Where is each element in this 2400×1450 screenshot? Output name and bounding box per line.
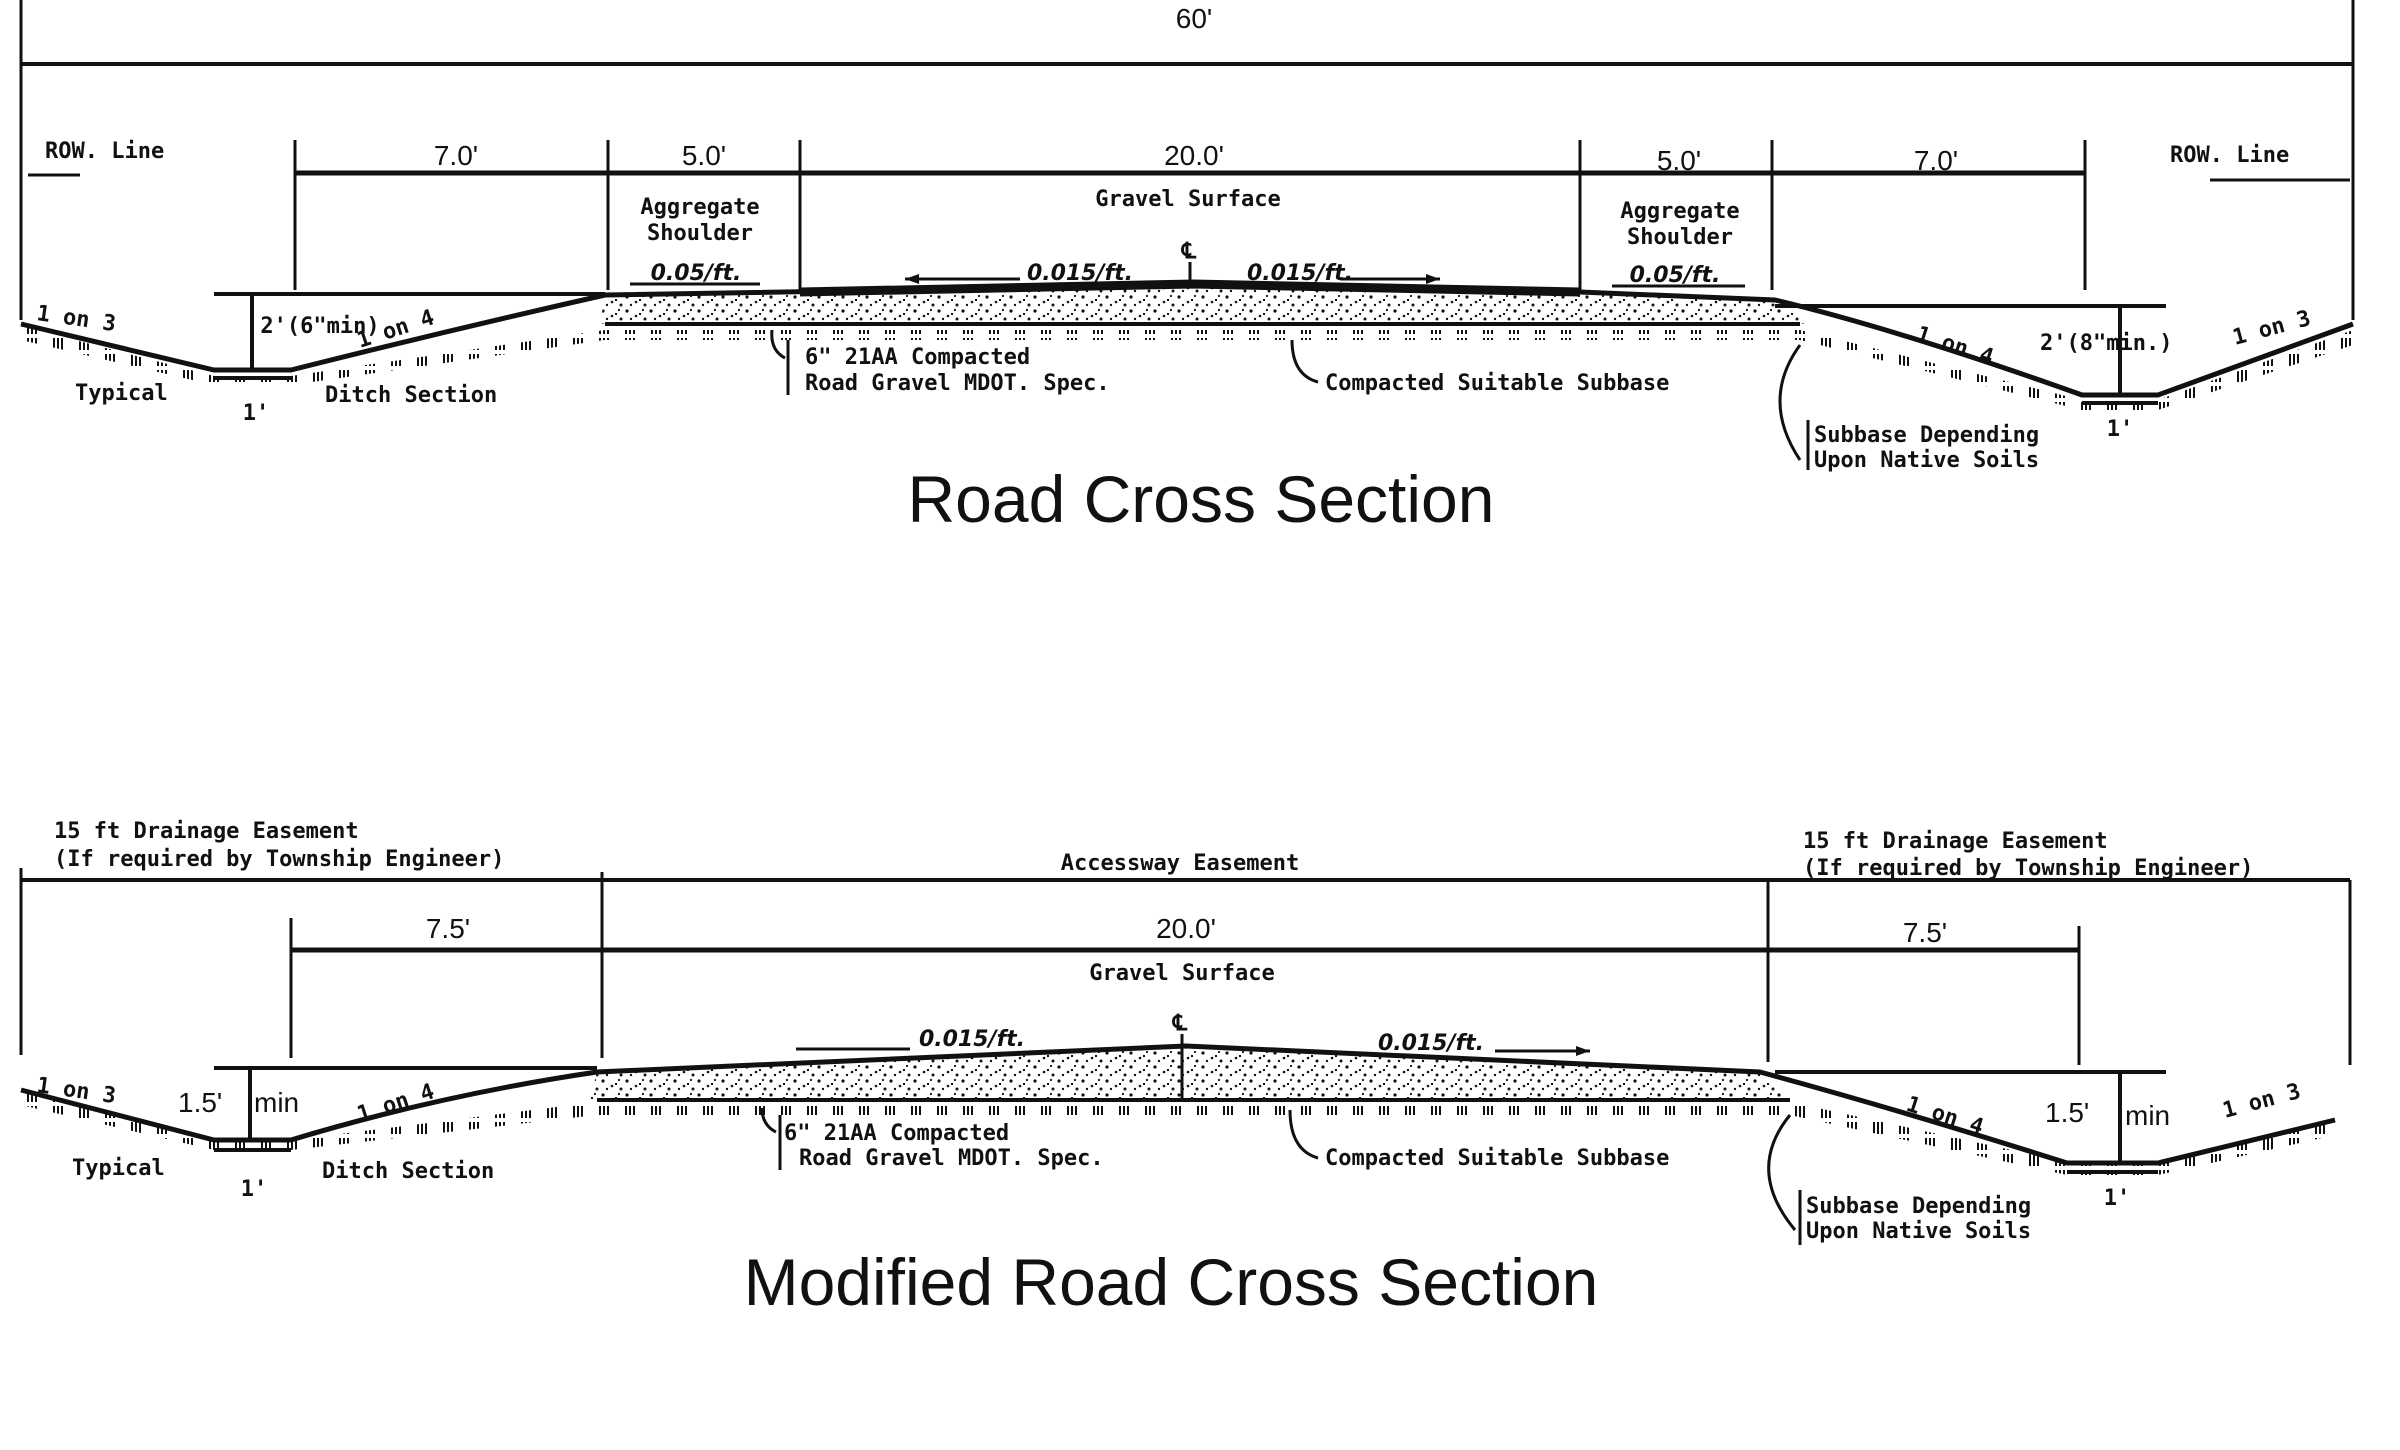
ditch-bottom-width-right: 1' bbox=[2107, 417, 2134, 442]
left-ditch-depth: 1.5' bbox=[178, 1087, 222, 1118]
right-ditch-depth: 1.5' bbox=[2045, 1097, 2089, 1128]
left-ditch-depth: 2'(6"min) bbox=[260, 314, 379, 339]
gravel-surface-label: Gravel Surface bbox=[1089, 961, 1274, 986]
row-line-left-label: ROW. Line bbox=[45, 139, 164, 164]
road-profile bbox=[20, 1043, 2336, 1166]
dim-roadway: 20.0' bbox=[1156, 913, 1216, 944]
shoulder-slope-right: 0.05/ft. bbox=[1630, 263, 1721, 288]
aggregate-shoulder-right-l1: Aggregate bbox=[1620, 199, 1739, 224]
drainage-easement-right-l2: (If required by Township Engineer) bbox=[1803, 856, 2253, 881]
crown-slope-right: 0.015/ft. bbox=[1378, 1031, 1484, 1056]
modified-road-cross-section: 15 ft Drainage Easement (If required by … bbox=[19, 819, 2352, 1319]
right-outer-slope: 1 on 3 bbox=[2220, 1079, 2303, 1124]
shoulder-slope-left: 0.05/ft. bbox=[651, 261, 742, 286]
base-label-l1: 6" 21AA Compacted bbox=[805, 345, 1030, 370]
road-cross-section: 60' ROW. Line ROW. Line 7.0' 5.0' 20.0' … bbox=[19, 0, 2355, 536]
ditch-bottom-width-left: 1' bbox=[241, 1177, 268, 1202]
aggregate-shoulder-left-l1: Aggregate bbox=[640, 195, 759, 220]
ditch-typical-left: Typical bbox=[75, 381, 168, 406]
row-line-right-label: ROW. Line bbox=[2170, 143, 2289, 168]
ditch-bottom-width-left: 1' bbox=[243, 401, 270, 426]
ditch-bottom-width-right: 1' bbox=[2104, 1186, 2131, 1211]
ditch-section-left: Ditch Section bbox=[322, 1159, 494, 1184]
dimension-lines bbox=[19, 0, 2355, 320]
subbase-label: Compacted Suitable Subbase bbox=[1325, 371, 1669, 396]
dim-right-ditch: 7.5' bbox=[1903, 917, 1947, 948]
right-ditch-min: min bbox=[2125, 1100, 2170, 1131]
road-cross-section-title: Road Cross Section bbox=[908, 462, 1495, 536]
dim-left-shoulder: 5.0' bbox=[682, 140, 726, 171]
native-soils-l1: Subbase Depending bbox=[1814, 423, 2039, 448]
crown-slope-left: 0.015/ft. bbox=[1027, 261, 1133, 286]
subbase-label: Compacted Suitable Subbase bbox=[1325, 1146, 1669, 1171]
dim-roadway: 20.0' bbox=[1164, 140, 1224, 171]
aggregate-shoulder-left-l2: Shoulder bbox=[647, 221, 753, 246]
modified-road-cross-section-title: Modified Road Cross Section bbox=[744, 1245, 1599, 1319]
overall-width-label: 60' bbox=[1176, 3, 1213, 34]
left-ditch-min: min bbox=[254, 1087, 299, 1118]
subgrade-hatch bbox=[21, 1090, 2335, 1175]
gravel-layer bbox=[590, 1046, 1790, 1100]
accessway-easement-label: Accessway Easement bbox=[1061, 851, 1299, 876]
ditch-section-left: Ditch Section bbox=[325, 383, 497, 408]
dim-right-shoulder: 5.0' bbox=[1657, 145, 1701, 176]
native-soils-l2: Upon Native Soils bbox=[1806, 1219, 2031, 1244]
base-label-l2: Road Gravel MDOT. Spec. bbox=[805, 371, 1110, 396]
gravel-surface-label: Gravel Surface bbox=[1095, 187, 1280, 212]
dim-left-ditch: 7.5' bbox=[426, 913, 470, 944]
left-inner-slope: 1 on 4 bbox=[354, 1079, 437, 1127]
native-soils-l1: Subbase Depending bbox=[1806, 1194, 2031, 1219]
native-soils-l2: Upon Native Soils bbox=[1814, 448, 2039, 473]
base-label-l2: Road Gravel MDOT. Spec. bbox=[799, 1146, 1104, 1171]
aggregate-shoulder-right-l2: Shoulder bbox=[1627, 225, 1733, 250]
centerline-symbol: ℄ bbox=[1172, 1011, 1188, 1036]
crown-slope-right: 0.015/ft. bbox=[1247, 261, 1353, 286]
drainage-easement-left-l2: (If required by Township Engineer) bbox=[54, 847, 504, 872]
base-label-l1: 6" 21AA Compacted bbox=[784, 1121, 1009, 1146]
drainage-easement-left-l1: 15 ft Drainage Easement bbox=[54, 819, 359, 844]
crown-slope-left: 0.015/ft. bbox=[919, 1027, 1025, 1052]
drainage-easement-right-l1: 15 ft Drainage Easement bbox=[1803, 829, 2108, 854]
centerline-symbol: ℄ bbox=[1181, 239, 1197, 264]
slope-annotations: 0.015/ft. ℄ 0.015/ft. bbox=[796, 1011, 1590, 1100]
ditch-typical-left: Typical bbox=[72, 1156, 165, 1181]
right-ditch-depth: 2'(8"min.) bbox=[2040, 331, 2172, 356]
dim-left-ditch: 7.0' bbox=[434, 140, 478, 171]
dimension-lines bbox=[19, 868, 2352, 1065]
slope-annotations: 0.05/ft. 0.015/ft. ℄ 0.015/ft. 0.05/ft. bbox=[630, 239, 1745, 288]
dim-right-ditch: 7.0' bbox=[1914, 145, 1958, 176]
